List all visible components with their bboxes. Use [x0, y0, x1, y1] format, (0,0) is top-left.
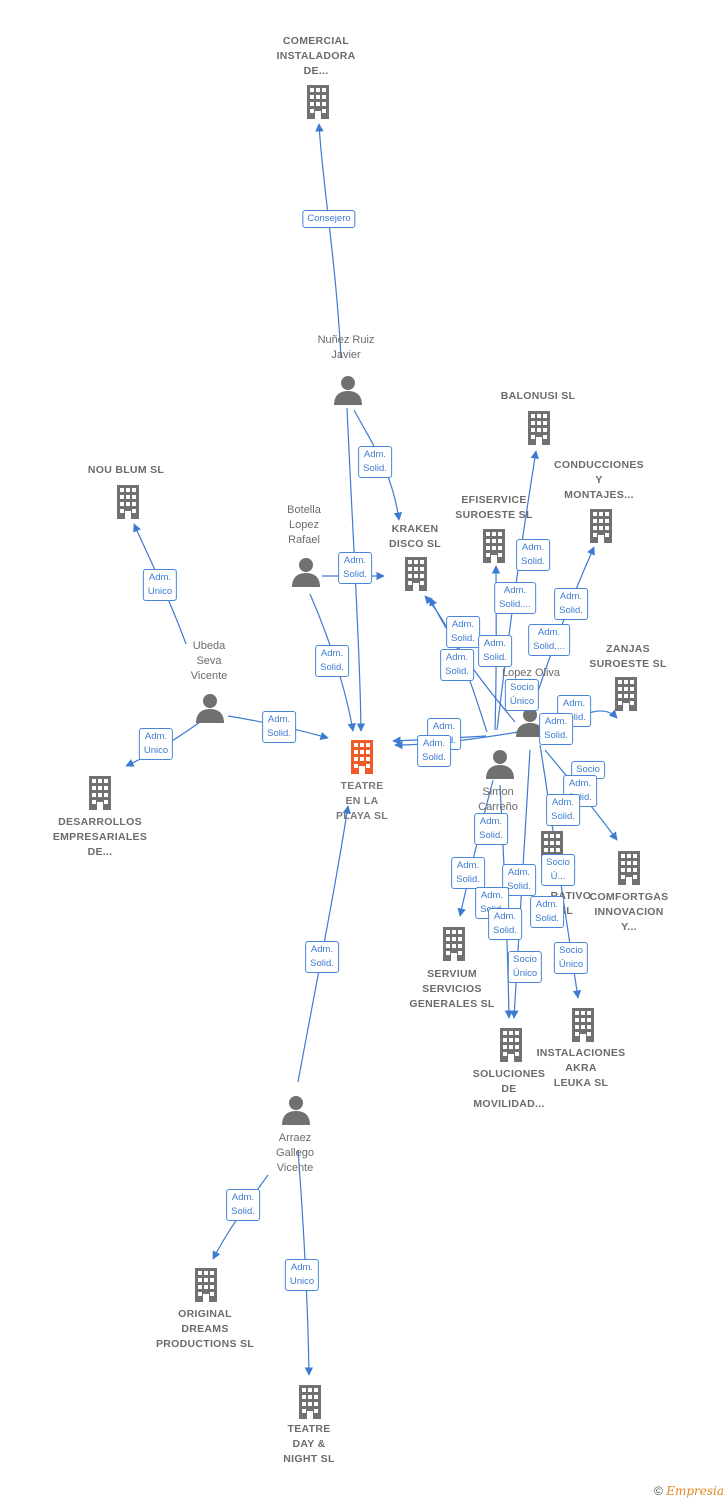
building-icon-teatre[interactable] — [351, 740, 373, 774]
brand-logo[interactable]: Empresia — [666, 1484, 724, 1498]
building-icon-kraken[interactable] — [405, 557, 427, 591]
person-icon-nunez[interactable] — [334, 376, 362, 405]
copyright-footer: © Empresia — [654, 1484, 724, 1498]
node-label-comfortgas[interactable]: COMFORTGAS INNOVACION Y... — [589, 891, 669, 933]
person-icon-arraez[interactable] — [282, 1096, 310, 1125]
building-icon-soluciones[interactable] — [500, 1028, 522, 1062]
relation-badge[interactable]: Consejero — [302, 210, 356, 228]
building-icon-original[interactable] — [195, 1268, 217, 1302]
relation-badge[interactable]: Adm. Unico — [284, 1259, 320, 1291]
relation-badge[interactable]: Adm. Solid. — [539, 713, 573, 745]
relation-badge[interactable]: Adm. Solid. — [530, 896, 564, 928]
relation-badge[interactable]: Adm. Solid. — [226, 1189, 260, 1221]
building-icon-desarrollos[interactable] — [89, 776, 111, 810]
relation-badge[interactable]: Adm. Solid. — [358, 446, 392, 478]
copyright-symbol: © — [654, 1484, 663, 1498]
edge-nunez-to-comercial — [315, 123, 342, 359]
node-label-kraken[interactable]: KRAKEN DISCO SL — [389, 523, 441, 550]
relation-badge[interactable]: Adm. Solid. — [338, 552, 372, 584]
building-icon-instalaciones[interactable] — [572, 1008, 594, 1042]
node-label-noublum[interactable]: NOU BLUM SL — [87, 464, 165, 476]
node-label-lopez[interactable]: Lopez Oliva — [501, 667, 561, 679]
edge-simon-to-balonusi — [496, 450, 539, 731]
relation-badge[interactable]: Socio Único — [507, 951, 543, 983]
building-icon-efiservice[interactable] — [483, 529, 505, 563]
node-label-instalaciones[interactable]: INSTALACIONES AKRA LEUKA SL — [536, 1047, 626, 1089]
node-label-teatreday[interactable]: TEATRE DAY & NIGHT SL — [283, 1423, 335, 1465]
node-label-teatre[interactable]: TEATRE EN LA PLAYA SL — [335, 780, 389, 822]
building-icon-servium[interactable] — [443, 927, 465, 961]
relation-badge[interactable]: Adm. Solid. — [417, 735, 451, 767]
relation-badge[interactable]: Adm. Solid. — [305, 941, 339, 973]
node-label-original[interactable]: ORIGINAL DREAMS PRODUCTIONS SL — [155, 1308, 255, 1350]
relation-badge[interactable]: Adm. Solid.... — [528, 624, 570, 656]
building-icon-conducciones[interactable] — [590, 509, 612, 543]
node-label-botella[interactable]: Botella Lopez Rafael — [287, 504, 321, 546]
node-label-conducciones[interactable]: CONDUCCIONES Y MONTAJES... — [554, 459, 644, 501]
relation-badge[interactable]: Adm. Solid. — [563, 775, 597, 807]
relation-badge[interactable]: Socio Ú... — [541, 854, 575, 886]
node-label-arraez[interactable]: Arraez Gallego Vicente — [276, 1132, 314, 1174]
relation-badge[interactable]: Adm. Solid. — [440, 649, 474, 681]
relation-badge[interactable]: Adm. Solid.... — [494, 582, 536, 614]
relation-badge[interactable]: Adm. Solid. — [262, 711, 296, 743]
building-icon-balonusi[interactable] — [528, 411, 550, 445]
relation-badge[interactable]: Adm. Unico — [138, 728, 174, 760]
node-label-servium[interactable]: SERVIUM SERVICIOS GENERALES SL — [409, 968, 495, 1010]
node-label-efiservice[interactable]: EFISERVICE SUROESTE SL — [455, 494, 533, 521]
relation-badge[interactable]: Adm. Solid. — [446, 616, 480, 648]
relation-badge[interactable]: Adm. Solid. — [315, 645, 349, 677]
building-icon-noublum[interactable] — [117, 485, 139, 519]
building-icon-teatreday[interactable] — [299, 1385, 321, 1419]
node-label-balonusi[interactable]: BALONUSI SL — [500, 390, 576, 402]
relation-badge[interactable]: Adm. Solid. — [451, 857, 485, 889]
relation-badge[interactable]: Adm. Solid. — [478, 635, 512, 667]
node-label-nunez[interactable]: Nuñez Ruiz Javier — [317, 334, 375, 361]
relation-badge[interactable]: Socio Único — [504, 679, 540, 711]
node-label-ubeda[interactable]: Ubeda Seva Vicente — [190, 640, 228, 682]
building-icon-zanjas[interactable] — [615, 677, 637, 711]
relation-badge[interactable]: Adm. Solid. — [474, 813, 508, 845]
relation-badge[interactable]: Socio Único — [553, 942, 589, 974]
edge-simon-to-servium — [457, 779, 494, 917]
node-label-comercial[interactable]: COMERCIAL INSTALADORA DE... — [276, 35, 356, 77]
node-label-soluciones[interactable]: SOLUCIONES DE MOVILIDAD... — [472, 1068, 546, 1110]
person-icon-simon[interactable] — [486, 750, 514, 779]
node-label-desarrollos[interactable]: DESARROLLOS EMPRESARIALES DE... — [52, 816, 148, 858]
edge-simon-to-efiservice — [491, 565, 501, 731]
relation-badge[interactable]: Adm. Solid. — [554, 588, 588, 620]
building-icon-comfortgas[interactable] — [618, 851, 640, 885]
node-label-simon[interactable]: Simon Carreño — [478, 786, 518, 813]
relation-badge[interactable]: Adm. Solid. — [516, 539, 550, 571]
person-icon-botella[interactable] — [292, 558, 320, 587]
relation-badge[interactable]: Adm. Unico — [142, 569, 178, 601]
relation-badge[interactable]: Adm. Solid. — [546, 794, 580, 826]
relation-badge[interactable]: Adm. Solid. — [488, 908, 522, 940]
building-icon-comercial[interactable] — [307, 85, 329, 119]
node-label-zanjas[interactable]: ZANJAS SUROESTE SL — [589, 643, 667, 670]
person-icon-ubeda[interactable] — [196, 694, 224, 723]
